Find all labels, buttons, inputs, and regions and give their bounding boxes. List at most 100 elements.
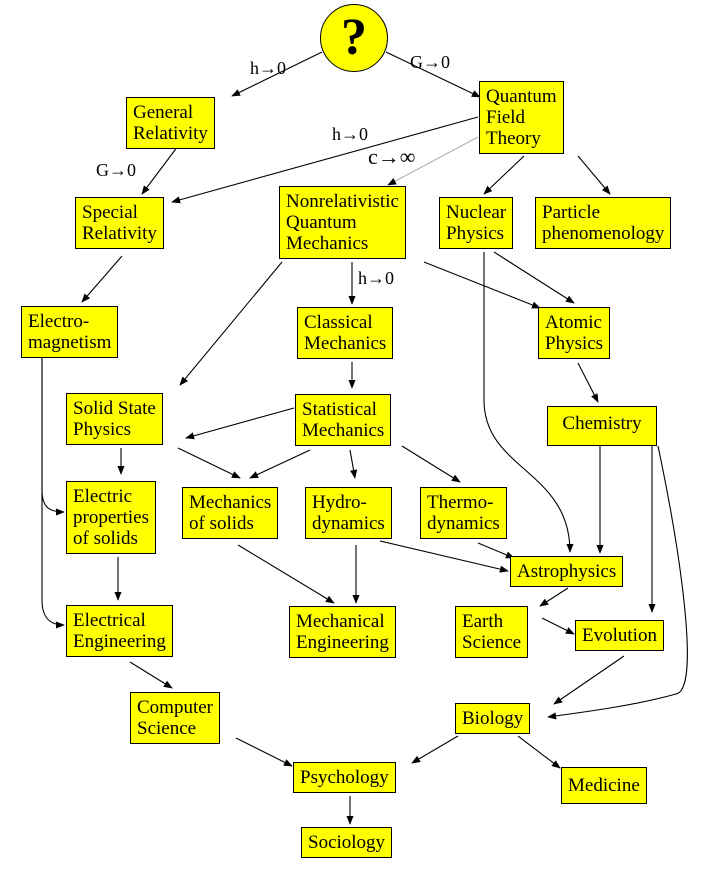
unknown-theory-circle: ? — [320, 4, 388, 72]
node-ee-line-1: Electrical — [73, 610, 146, 631]
edge-label-gr-sr: G→0 — [96, 160, 136, 180]
node-thermo-line-2: dynamics — [427, 513, 500, 534]
node-hydrodynamics: Hydro- dynamics — [305, 487, 392, 539]
node-cs-line-2: Science — [137, 718, 197, 739]
edge-qft-particle — [577, 155, 611, 195]
edge-nuclear-atomic — [493, 251, 575, 304]
node-earth-science: Earth Science — [455, 606, 529, 658]
node-qft-line-3: Theory — [486, 128, 541, 149]
node-nuclear-line-1: Nuclear — [446, 202, 507, 223]
node-mechsolids-line-2: of solids — [189, 513, 254, 534]
edge-earth-evolution — [541, 617, 575, 635]
edge-qft-sr — [171, 116, 479, 204]
edge-astro-earth — [539, 587, 569, 607]
node-general-relativity-line-1: General — [133, 102, 194, 123]
node-special-relativity-line-2: Relativity — [82, 223, 157, 244]
node-earth-line-1: Earth — [462, 611, 504, 632]
edge-mechsolids-mecheng — [237, 544, 335, 604]
node-nuclear-physics: Nuclear Physics — [439, 197, 514, 249]
node-solid-state-physics: Solid State Physics — [66, 393, 163, 445]
node-particle-phenomenology: Particle phenomenology — [535, 197, 672, 249]
edge-label-qft-nqm: c→∞ — [368, 144, 416, 169]
node-quantum-field-theory: Quantum Field Theory — [479, 81, 564, 154]
edge-nqm-atomic — [423, 261, 541, 309]
node-sociology-line-1: Sociology — [308, 832, 386, 853]
node-mecheng-line-2: Engineering — [296, 632, 389, 653]
edge-root-gr — [231, 51, 323, 97]
edge-nqm-solidstate — [179, 261, 283, 386]
node-classical-mechanics: Classical Mechanics — [297, 307, 394, 359]
node-astro-line-1: Astrophysics — [517, 561, 617, 582]
edge-label-root-gr: h→0 — [250, 58, 286, 78]
node-classical-line-2: Mechanics — [304, 333, 387, 354]
node-electricprops-line-1: Electric — [73, 486, 133, 507]
edge-statmech-hydro — [349, 449, 358, 479]
node-atomic-line-2: Physics — [545, 333, 604, 354]
node-qft-line-1: Quantum — [486, 86, 557, 107]
node-mechsolids-line-1: Mechanics — [189, 492, 272, 513]
edge-atomic-chemistry — [577, 362, 599, 403]
node-computer-science: Computer Science — [130, 692, 220, 744]
node-electric-properties-of-solids: Electric properties of solids — [66, 481, 156, 554]
node-earth-line-2: Science — [462, 632, 522, 653]
node-biology-line-1: Biology — [462, 708, 524, 729]
node-nqm-line-1: Nonrelativistic — [286, 191, 399, 212]
edge-chemistry-biology — [547, 445, 688, 720]
node-medicine: Medicine — [561, 767, 647, 804]
node-astrophysics: Astrophysics — [510, 556, 624, 587]
node-mechanics-of-solids: Mechanics of solids — [182, 487, 279, 539]
node-atomic-line-1: Atomic — [545, 312, 602, 333]
node-evolution: Evolution — [575, 620, 664, 651]
edge-em-electricprops — [41, 336, 65, 516]
node-special-relativity-line-1: Special — [82, 202, 138, 223]
edge-label-qft-sr: h→0 — [332, 124, 368, 144]
edge-statmech-solidstate — [185, 407, 295, 440]
node-hydro-line-1: Hydro- — [312, 492, 367, 513]
edge-cs-psychology — [235, 737, 293, 767]
node-nqm-line-3: Mechanics — [286, 233, 369, 254]
node-electricprops-line-3: of solids — [73, 528, 138, 549]
edge-label-root-qft: G→0 — [410, 52, 450, 72]
node-medicine-line-1: Medicine — [568, 775, 640, 796]
node-atomic-physics: Atomic Physics — [538, 307, 611, 359]
node-particle-line-2: phenomenology — [542, 223, 665, 244]
node-sociology: Sociology — [301, 827, 393, 858]
node-mechanical-engineering: Mechanical Engineering — [289, 606, 396, 658]
edge-biology-psychology — [411, 735, 459, 764]
edge-label-nqm-classical: h→0 — [358, 268, 394, 288]
node-solidstate-line-2: Physics — [73, 419, 132, 440]
edge-em-ee — [41, 336, 65, 629]
edge-thermo-astro — [477, 542, 515, 559]
node-biology: Biology — [455, 703, 531, 734]
node-evolution-line-1: Evolution — [582, 625, 657, 646]
node-electromagnetism: Electro- magnetism — [21, 306, 119, 358]
node-electricprops-line-2: properties — [73, 507, 149, 528]
node-thermo-line-1: Thermo- — [427, 492, 494, 513]
node-particle-line-1: Particle — [542, 202, 601, 223]
node-nqm-line-2: Quantum — [286, 212, 357, 233]
node-electrical-engineering: Electrical Engineering — [66, 605, 173, 657]
node-statmech-line-1: Statistical — [302, 399, 377, 420]
node-hydro-line-2: dynamics — [312, 513, 385, 534]
edge-biology-medicine — [517, 735, 561, 769]
node-statistical-mechanics: Statistical Mechanics — [295, 394, 392, 446]
node-cs-line-1: Computer — [137, 697, 213, 718]
node-general-relativity: General Relativity — [126, 97, 215, 149]
node-nonrelativistic-qm: Nonrelativistic Quantum Mechanics — [279, 186, 406, 259]
edge-statmech-thermo — [401, 445, 461, 483]
edge-evolution-biology — [553, 655, 625, 705]
edge-ee-cs — [129, 661, 173, 689]
edge-statmech-mechsolids — [249, 449, 311, 479]
node-psychology-line-1: Psychology — [300, 767, 389, 788]
edge-qft-nqm — [387, 136, 479, 186]
node-nuclear-line-2: Physics — [446, 223, 505, 244]
node-chemistry-line-1: Chemistry — [562, 413, 642, 434]
node-em-line-2: magnetism — [28, 332, 112, 353]
node-general-relativity-line-2: Relativity — [133, 123, 208, 144]
node-classical-line-1: Classical — [304, 312, 373, 333]
node-em-line-1: Electro- — [28, 311, 90, 332]
node-statmech-line-2: Mechanics — [302, 420, 385, 441]
edge-hydro-astro — [379, 540, 509, 573]
